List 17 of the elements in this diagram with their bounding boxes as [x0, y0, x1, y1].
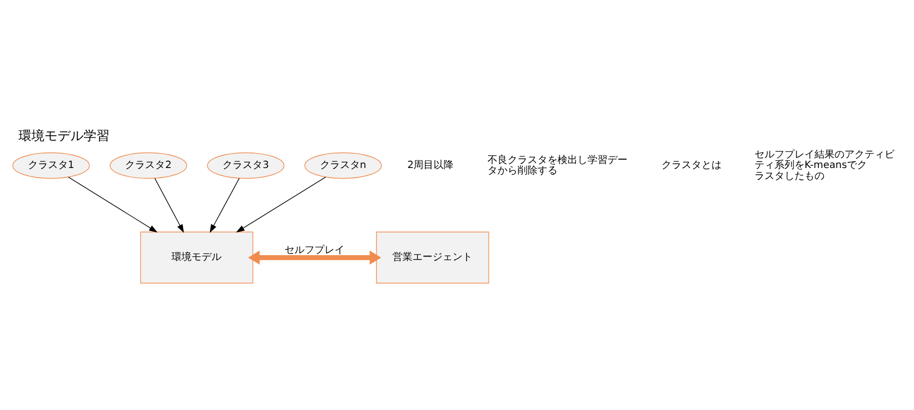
label: 2周目以降	[406, 160, 454, 172]
edge-label: セルフプレイ	[284, 244, 344, 256]
node-ellipse: クラスタ3	[206, 152, 284, 179]
node-ellipse: クラスタ2	[109, 152, 187, 179]
arrow	[154, 178, 184, 233]
arrow	[248, 250, 381, 265]
label: セルフプレイ結果のアクティビティ系列をK-meansでクラスタしたもの	[754, 150, 894, 182]
node-ellipse: クラスタn	[304, 152, 382, 179]
label: 不良クラスタを検出し学習データから削除する	[486, 154, 627, 177]
arrow	[67, 176, 158, 233]
node-ellipse: クラスタ1	[12, 152, 90, 179]
arrow	[236, 176, 326, 233]
node-box: 環境モデル	[140, 232, 253, 284]
arrow	[209, 178, 240, 233]
label: クラスタとは	[660, 160, 721, 172]
node-box: 営業エージェント	[376, 232, 489, 284]
diagram-title: 環境モデル学習	[18, 128, 110, 144]
